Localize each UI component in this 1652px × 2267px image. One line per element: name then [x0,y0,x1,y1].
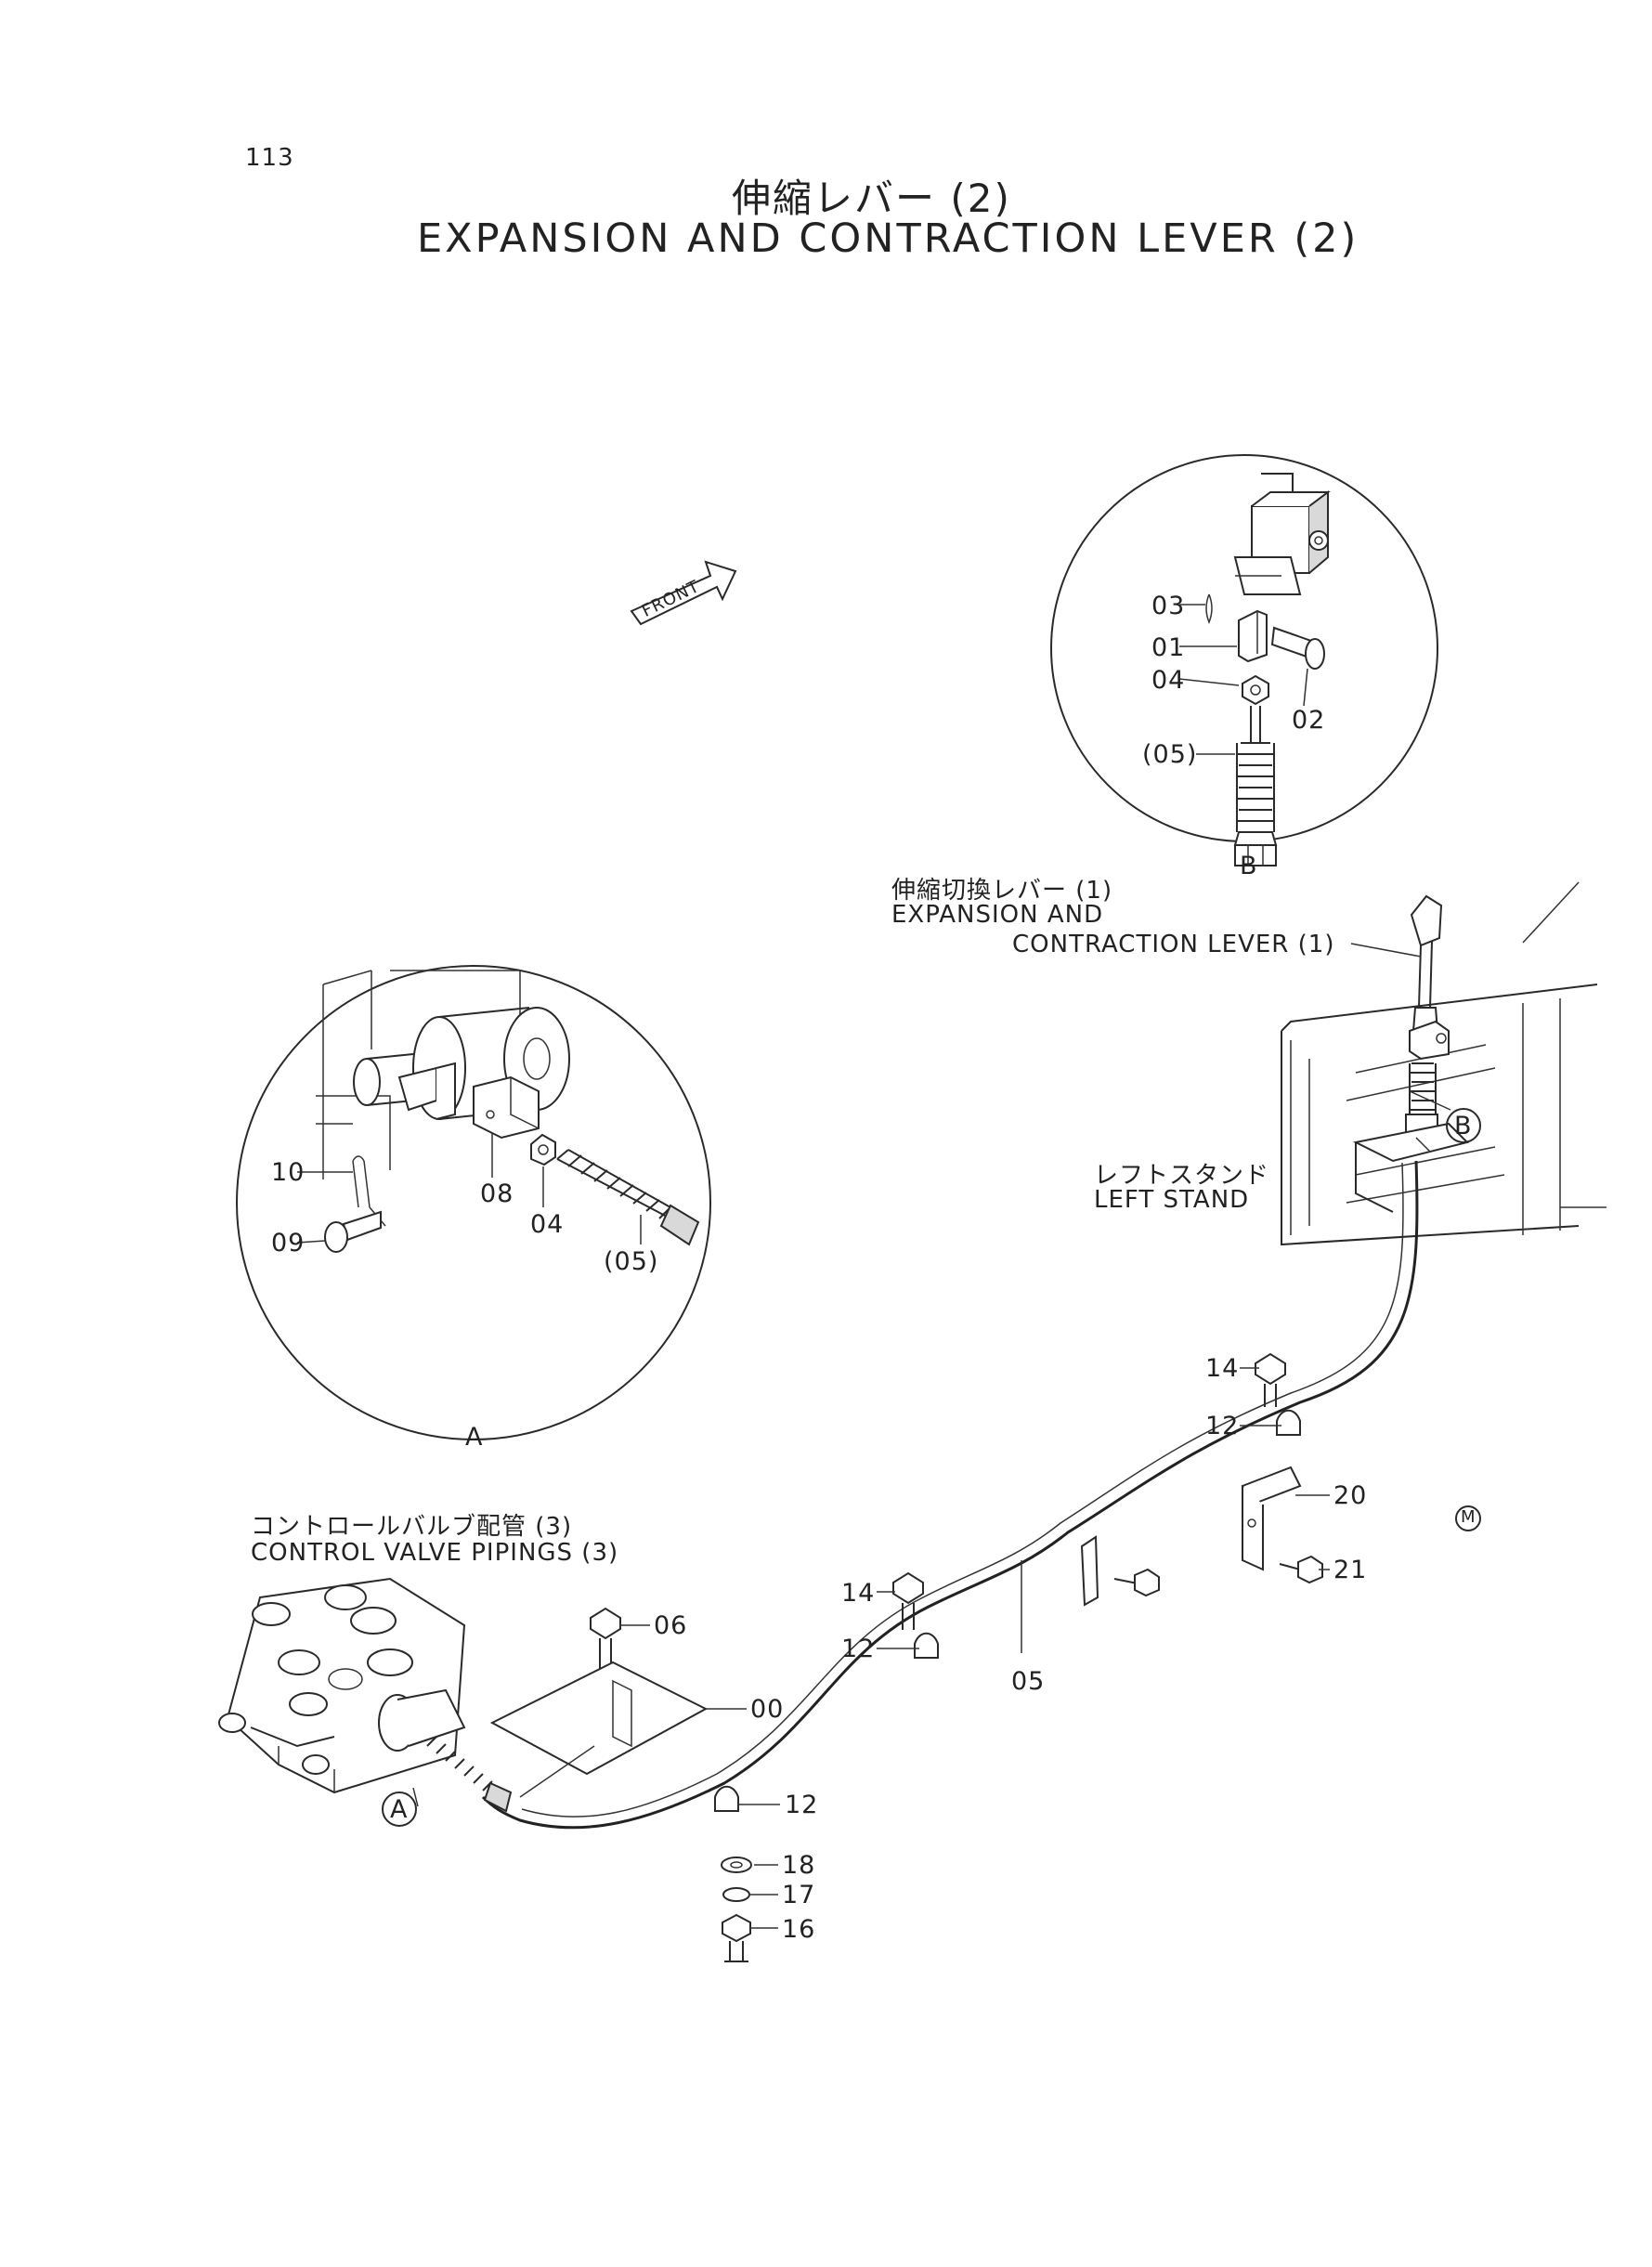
clamp-12c [714,1785,739,1812]
marker-b: B [1454,1112,1473,1140]
clevis-a-part [473,1075,540,1140]
marker-b-circle [1446,1108,1481,1143]
lever-cable-bellows [1409,1062,1437,1114]
cable-bellows-a [556,1149,671,1219]
callout-a-05: (05) [604,1247,659,1276]
callout-12c: 12 [785,1791,819,1819]
callout-a-04: 04 [530,1210,565,1239]
left-stand [1281,881,1606,1246]
callout-20: 20 [1333,1481,1368,1510]
control-valve-assembly [218,1577,513,1813]
clevis-part [1238,609,1268,663]
detail-a-view [236,965,711,1440]
bolt-06 [590,1607,621,1640]
cable-bellows-b [1236,742,1275,833]
callout-21: 21 [1333,1556,1368,1584]
ref-lever-en-2: CONTRACTION LEVER (1) [1012,931,1335,958]
bolt-21 [1297,1555,1323,1584]
leader-lines [412,1090,1451,1929]
bolt-16 [722,1913,751,1943]
lever-knob [1410,894,1443,947]
callout-a-10: 10 [271,1158,306,1187]
marker-m: M [1461,1507,1476,1527]
ref-valve-jp: コントロールバルブ配管 (3) [251,1513,573,1541]
callout-b-04: 04 [1151,666,1186,695]
callout-12b: 12 [841,1635,876,1663]
hardware [489,1352,1323,1962]
pin-a-part [342,1210,382,1242]
cotter-pin-a-icon [352,1155,371,1208]
marker-a: A [390,1795,409,1824]
callout-a-09: 09 [271,1229,306,1257]
detail-b-label: B [1240,852,1258,880]
callout-14b: 14 [841,1579,876,1608]
callout-05: 05 [1011,1667,1046,1696]
clamp-12a [1276,1409,1301,1436]
callout-14a: 14 [1205,1354,1240,1383]
callout-06: 06 [654,1611,688,1640]
callout-b-01: 01 [1151,633,1186,662]
control-cable [481,1160,1419,1830]
callout-b-05: (05) [1142,740,1198,769]
callout-a-08: 08 [480,1179,514,1208]
marker-m-circle [1455,1505,1481,1531]
callout-16: 16 [782,1915,816,1944]
hex-fitting-part [1234,844,1277,866]
ref-lever-en-1: EXPANSION AND [891,901,1104,929]
detail-a-label: A [465,1423,484,1452]
bolt-14b [892,1571,924,1605]
ref-lever-jp: 伸縮切換レバー (1) [891,877,1113,905]
page-number: 113 [245,144,294,172]
nut-a-part [530,1133,556,1166]
detail-b-view [1050,454,1438,866]
bolt-14a [1255,1352,1286,1386]
callout-18: 18 [782,1851,816,1880]
ref-stand-en: LEFT STAND [1094,1186,1250,1214]
callout-b-03: 03 [1151,592,1186,620]
callout-b-02: 02 [1292,706,1326,735]
page-title-en: EXPANSION AND CONTRACTION LEVER (2) [417,215,1359,262]
cotter-pin-icon [1205,593,1213,625]
washer-18 [721,1857,752,1873]
ref-valve-en: CONTROL VALVE PIPINGS (3) [251,1539,619,1567]
front-arrow [630,560,737,626]
callout-00: 00 [750,1695,785,1724]
marker-a-circle [382,1791,417,1827]
expansion-lever-1 [1350,894,1469,1213]
lock-washer-17 [722,1887,750,1902]
clamp-12b [914,1632,939,1659]
page-title-jp: 伸縮レバー (2) [732,176,1011,221]
ref-stand-jp: レフトスタンド [1094,1162,1270,1190]
mid-bracket [1080,1535,1099,1607]
nut-part [1242,674,1269,706]
detail-a-circle [236,965,711,1440]
callout-12a: 12 [1205,1412,1240,1440]
callout-17: 17 [782,1881,816,1909]
plate-00 [489,1661,709,1776]
